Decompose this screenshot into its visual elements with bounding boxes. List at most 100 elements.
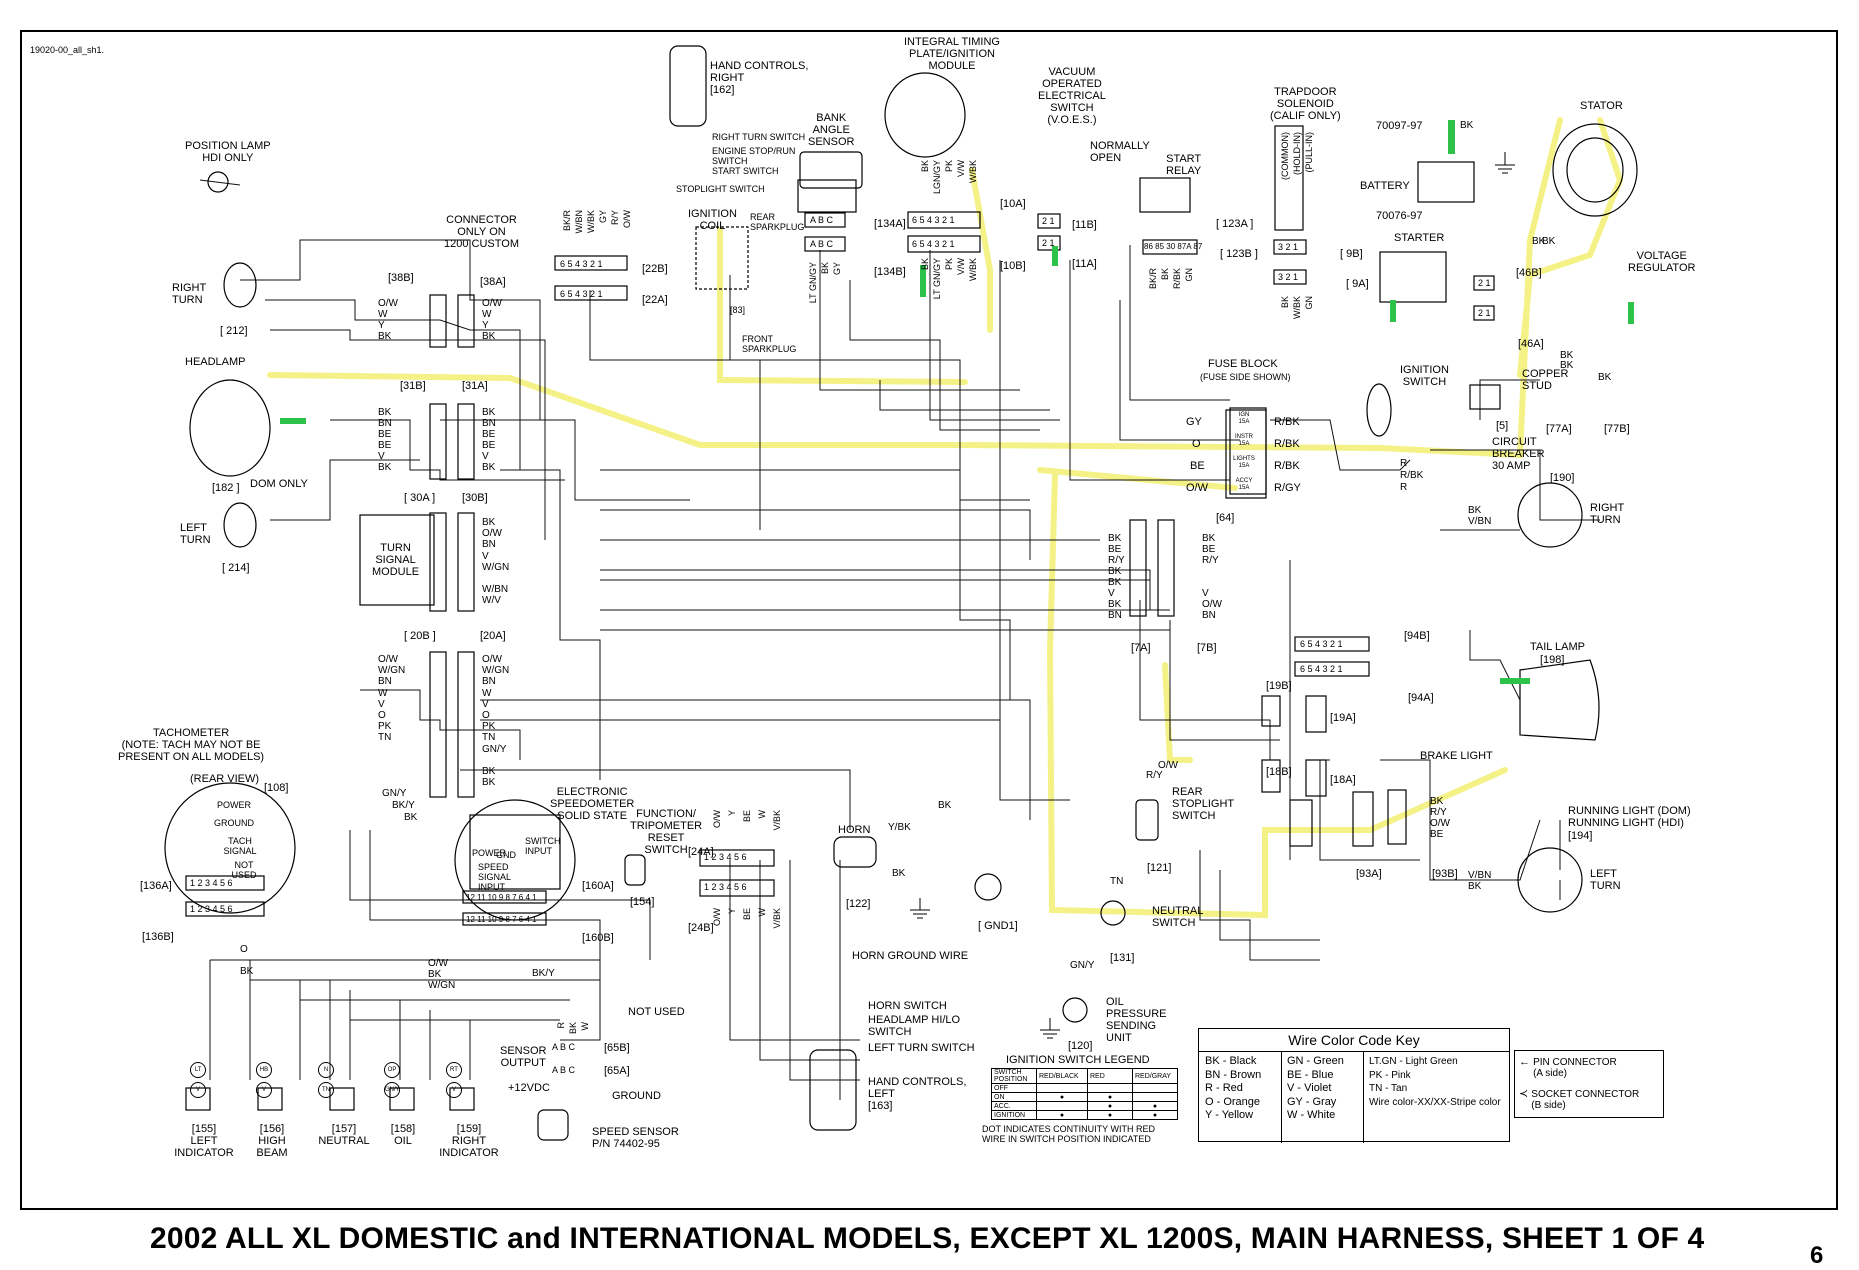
speed-sensor-label: SPEED SENSOR P/N 74402-95	[592, 1126, 679, 1150]
connector-ref: [10A]	[1000, 198, 1026, 210]
wire-label: GN/Y	[382, 788, 407, 799]
headlamp-label: HEADLAMP	[185, 356, 246, 368]
wire-label-c30-right: W/V	[482, 595, 501, 607]
wire-label-c38-right: BK	[482, 331, 496, 342]
wire-label-ign-switch: R/BK	[1400, 470, 1424, 481]
hand-controls-left-label: HAND CONTROLS, LEFT [163]	[868, 1076, 967, 1112]
wire-label-c20-right: V	[482, 698, 489, 710]
fuse-lights: LIGHTS 15A	[1233, 456, 1255, 469]
left-turn-front-ref: [ 214]	[222, 562, 250, 574]
wire-label-c20-left: W/GN	[378, 665, 406, 677]
high-beam-label: [156] HIGH BEAM	[256, 1123, 288, 1159]
wire-label-c24-top: V/BK	[772, 810, 782, 831]
key-col-3: LT.GN - Light Green PK - Pink TN - Tan W…	[1369, 1055, 1501, 1109]
wire-label-c20-right: W	[482, 687, 492, 699]
wire-label-c22-top: O/W	[622, 210, 632, 228]
rear-stoplight-label: REAR STOPLIGHT SWITCH	[1172, 786, 1235, 822]
connector-ref: [136B]	[142, 931, 174, 943]
wire-label-c24-bottom: O/W	[712, 908, 722, 926]
wire-label-c24-top: O/W	[712, 810, 722, 828]
tach-not-used: NOT USED	[231, 860, 257, 880]
wire-label: O	[240, 944, 248, 955]
key-entry: W - White	[1287, 1109, 1336, 1121]
wire-label-c10-top: PK	[944, 160, 954, 173]
fuse-side-label: (FUSE SIDE SHOWN)	[1200, 372, 1291, 382]
wire-label: BK	[1532, 236, 1546, 247]
wire-label-speedo-bottom: W/GN	[428, 980, 456, 991]
wire-label-c31-left: BN	[378, 418, 392, 429]
ignition-coil-label: IGNITION COIL	[688, 208, 737, 232]
wire-color-key-title: Wire Color Code Key	[1199, 1029, 1509, 1052]
wire-label-c10-top: LGN/GY	[932, 160, 942, 195]
connector-ref: [7A]	[1131, 642, 1151, 654]
wire-label-c38-right: W	[482, 309, 492, 320]
connector-ref: [160B]	[582, 932, 614, 944]
key-entry: O - Orange	[1205, 1095, 1261, 1108]
pins-136b: 1 2 3 4 5 6	[190, 904, 233, 914]
function-reset-label: FUNCTION/ TRIPOMETER RESET SWITCH	[630, 808, 703, 856]
wire-label-left-turn-rear: V/BN	[1468, 870, 1492, 881]
key-col-1: BK - Black BN - Brown R - Red O - Orange…	[1205, 1055, 1261, 1123]
wire-label-ign-switch: R	[1400, 458, 1408, 469]
wire-label-c31-left: BK	[378, 462, 392, 473]
tach-ground: GROUND	[214, 818, 254, 828]
wire-label-c31-right: BE	[482, 440, 496, 451]
pins-22a: 6 5 4 3 2 1	[560, 289, 603, 299]
connector-ref: [94A]	[1408, 692, 1434, 704]
connector-ref: [ 9A]	[1346, 278, 1369, 290]
connector-ref: [7B]	[1197, 642, 1217, 654]
pins-24a: 1 2 3 4 5 6	[704, 852, 747, 862]
key-entry: BE - Blue	[1287, 1068, 1334, 1081]
fuse-accy: ACCY 15A	[1235, 478, 1253, 491]
ignition-switch-label: IGNITION SWITCH	[1400, 364, 1449, 388]
wire-label-c31-left: BE	[378, 440, 392, 451]
key-col-2: GN - Green BE - Blue V - Violet GY - Gra…	[1287, 1055, 1344, 1123]
gnd1-label: [ GND1]	[978, 920, 1018, 932]
pins-10a: 6 5 4 3 2 1	[912, 215, 955, 225]
trapdoor-solenoid-label: TRAPDOOR SOLENOID (CALIF ONLY)	[1270, 86, 1341, 122]
ground-symbols	[910, 152, 1515, 1039]
wire-label-c22-top: W/BK	[586, 210, 596, 234]
indicator-symbol: HB	[256, 1062, 272, 1078]
plus-12vdc-label: +12VDC	[508, 1082, 550, 1094]
wire-label-c30-right: W/GN	[482, 561, 510, 573]
wire-label-c123-bottom: R/BK	[1172, 268, 1182, 290]
horn-label: HORN	[838, 824, 871, 836]
wire-label-c31-left: V	[378, 451, 385, 462]
connector-ref: [18B]	[1266, 766, 1292, 778]
wire-label-c31-right: BE	[482, 429, 496, 440]
connector-ref: [20A]	[480, 630, 506, 642]
speedo-gnd: GND	[496, 850, 516, 860]
wire-label-c24-bottom: Y	[727, 908, 737, 915]
horn-ref: [122]	[846, 898, 871, 910]
wire-label-c9-bottom: W/BK	[1292, 296, 1302, 320]
ignition-legend-table: SWITCH POSITION RED/BLACK RED RED/GRAY O…	[991, 1068, 1178, 1120]
pin-connector-legend: ← PIN CONNECTOR (A side)	[1519, 1056, 1617, 1080]
pins-65a: A B C	[552, 1065, 576, 1075]
wire-label-c31-left: BE	[378, 429, 392, 440]
connector-ref: [160A]	[582, 880, 614, 892]
stator-label: STATOR	[1580, 100, 1623, 112]
tachometer-label: TACHOMETER (NOTE: TACH MAY NOT BE PRESEN…	[118, 727, 265, 763]
pins-94b: 6 5 4 3 2 1	[1300, 639, 1343, 649]
indicator-symbol: V	[446, 1082, 462, 1098]
wire-label-c20-left: TN	[378, 732, 392, 744]
hand-controls-right-label: HAND CONTROLS, RIGHT [162]	[710, 60, 809, 96]
wire-label-right-turn-rear: BK	[1468, 505, 1482, 516]
connector-ref: [22A]	[642, 294, 668, 306]
wire-label-c7-left: V	[1108, 588, 1115, 599]
wire-label: BK	[1598, 372, 1612, 383]
wire-label-c31-right: BN	[482, 418, 496, 429]
indicator-symbol: V	[190, 1082, 206, 1098]
indicator-symbol: V	[256, 1082, 272, 1098]
wire-label-c7-left: BE	[1108, 544, 1122, 555]
ign-header: RED	[1087, 1068, 1133, 1084]
wire-label-c123-bottom: BK	[1160, 268, 1170, 281]
connector-ref: [93B]	[1432, 868, 1458, 880]
wire-label: BK	[1560, 350, 1574, 361]
bank-angle-sensor-label: BANK ANGLE SENSOR	[808, 112, 855, 148]
pins-11b: 2 1	[1042, 216, 1055, 226]
fuse-block-label: FUSE BLOCK	[1208, 358, 1278, 370]
itpm-label: INTEGRAL TIMING PLATE/IGNITION MODULE	[904, 36, 1000, 72]
wire-label-tail-lamp: O/W	[1430, 818, 1450, 829]
